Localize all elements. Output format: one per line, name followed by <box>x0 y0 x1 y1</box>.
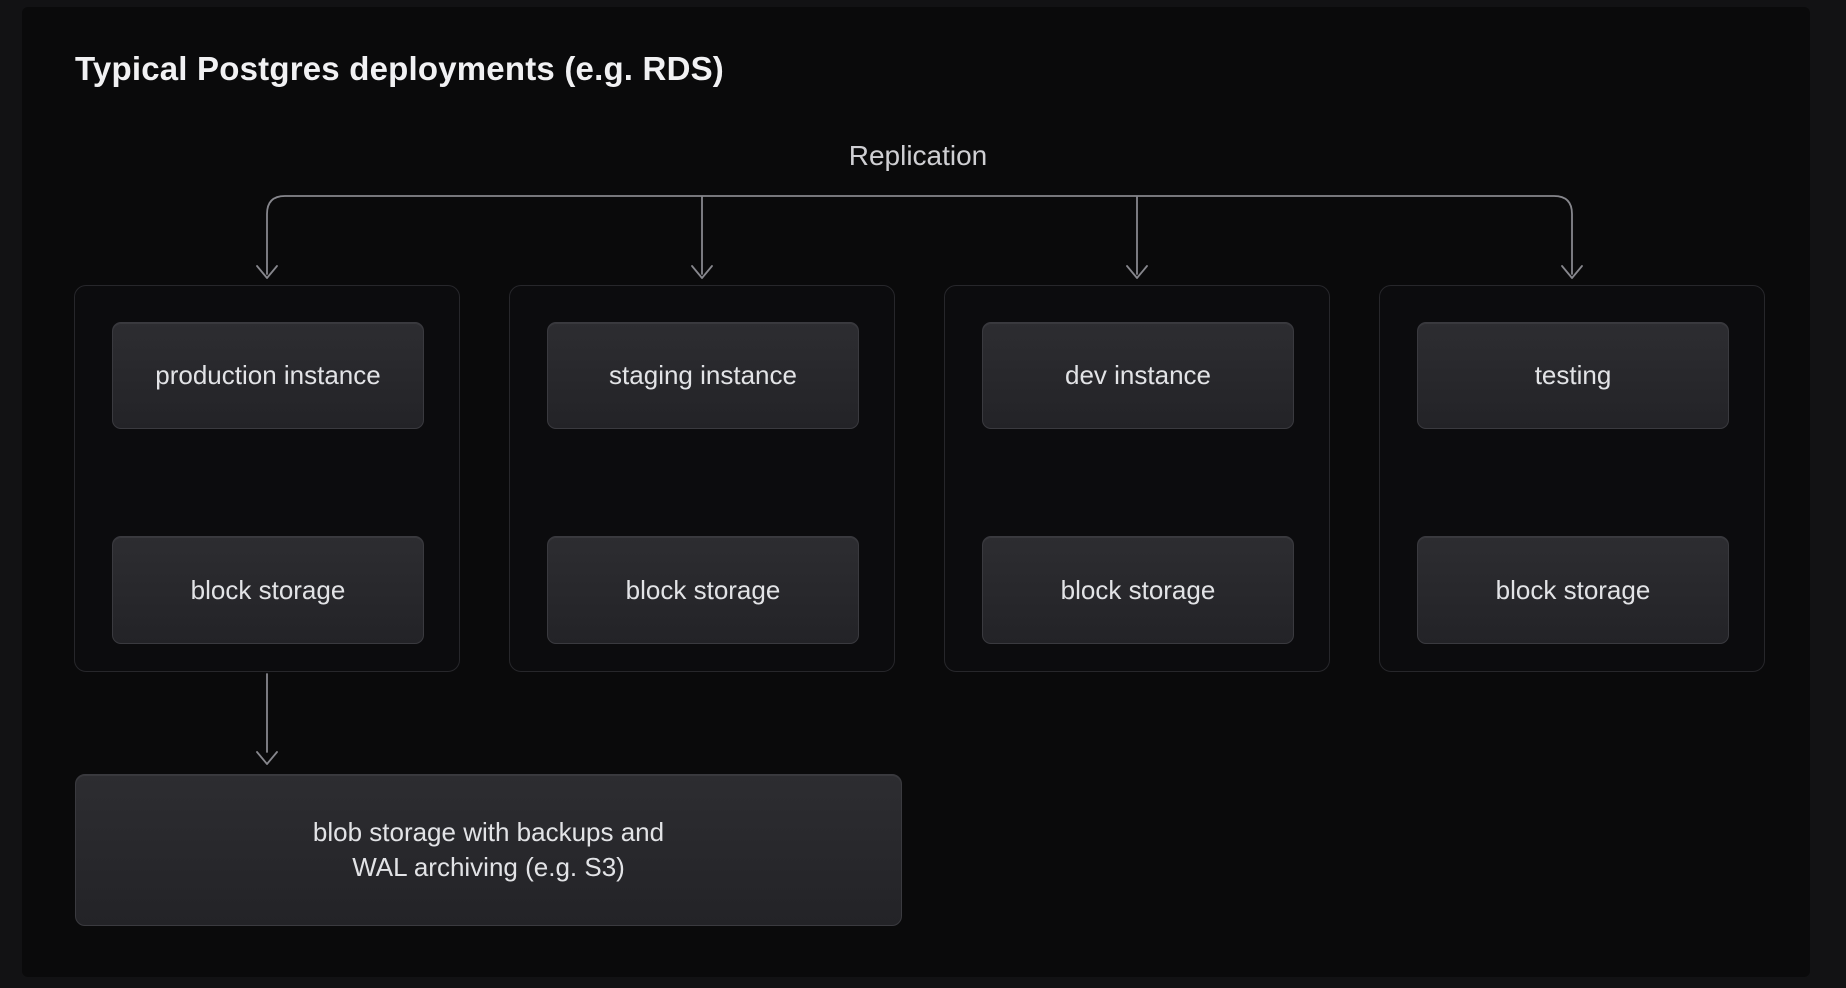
node-production-block-storage: block storage <box>112 536 424 644</box>
node-staging-instance: staging instance <box>547 322 859 429</box>
deployment-group-dev: dev instance block storage <box>944 285 1330 672</box>
node-blob-storage: blob storage with backups and WAL archiv… <box>75 774 902 926</box>
deployment-group-staging: staging instance block storage <box>509 285 895 672</box>
node-production-instance: production instance <box>112 322 424 429</box>
page-title: Typical Postgres deployments (e.g. RDS) <box>75 50 724 87</box>
replication-label: Replication <box>848 140 988 171</box>
node-staging-block-storage: block storage <box>547 536 859 644</box>
deployment-group-testing: testing block storage <box>1379 285 1765 672</box>
node-dev-instance: dev instance <box>982 322 1294 429</box>
blob-storage-label-line1: blob storage with backups and <box>312 817 665 847</box>
deployment-group-production: production instance block storage <box>74 285 460 672</box>
node-testing-instance: testing <box>1417 322 1729 429</box>
node-dev-block-storage: block storage <box>982 536 1294 644</box>
blob-storage-label-line2: WAL archiving (e.g. S3) <box>352 852 625 882</box>
node-testing-block-storage: block storage <box>1417 536 1729 644</box>
